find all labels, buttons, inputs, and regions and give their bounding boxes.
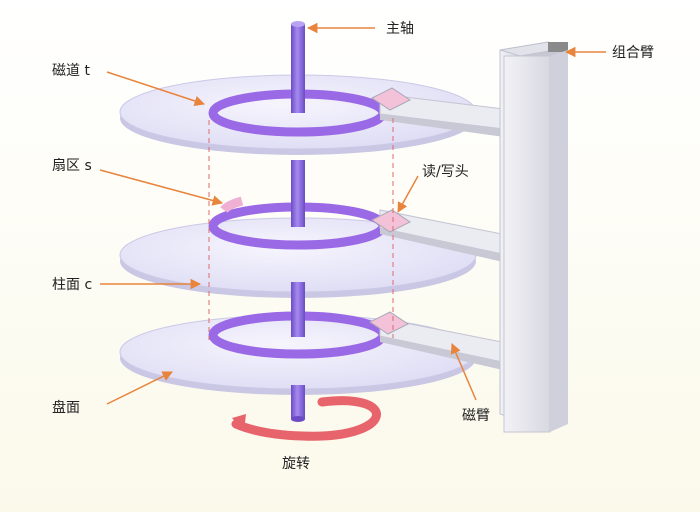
label-arm-assembly: 组合臂	[612, 45, 654, 61]
sector-highlight	[220, 196, 244, 214]
label-rotation: 旋转	[282, 456, 310, 472]
read-write-head-bottom	[369, 311, 409, 335]
label-read-write-head: 读/写头	[422, 163, 469, 180]
label-disk-arm: 磁臂	[462, 408, 490, 424]
arm-assembly-post	[499, 41, 569, 433]
callout-arrows	[99, 22, 606, 405]
label-cylinder: 柱面 c	[52, 277, 92, 293]
rotation-arrow	[231, 396, 381, 441]
spindle	[291, 21, 305, 422]
label-platter: 盘面	[52, 399, 80, 416]
label-spindle: 主轴	[386, 21, 414, 37]
read-write-head-middle	[371, 209, 411, 233]
label-track: 磁道 t	[52, 63, 90, 79]
label-sector: 扇区 s	[52, 158, 92, 174]
read-write-head-top	[371, 87, 411, 111]
cylinder-guides	[208, 118, 394, 340]
disk-arm-middle	[371, 209, 513, 264]
disk-arm-bottom	[369, 311, 513, 372]
